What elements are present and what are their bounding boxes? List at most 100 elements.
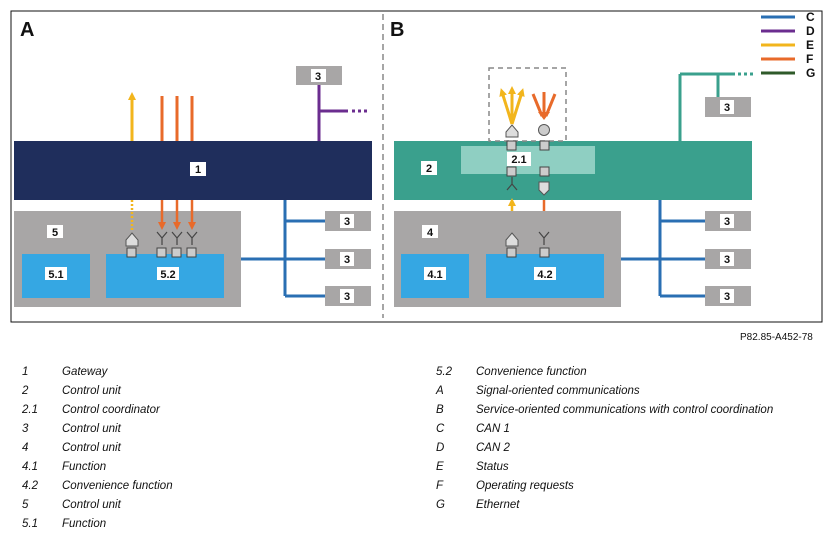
request-port-5c <box>186 231 198 245</box>
key-code: G <box>436 499 445 511</box>
port-5-d <box>186 247 197 258</box>
key-text: Status <box>476 461 509 473</box>
control-unit-3-b-top-label: 3 <box>724 102 730 114</box>
coord-port-2 <box>539 140 550 151</box>
port-5-a <box>126 247 137 258</box>
key-code: 2 <box>22 385 29 397</box>
convenience-5-2-label-box <box>157 267 179 280</box>
key-code: 4.2 <box>22 480 38 492</box>
function-4-1-label: 4.1 <box>427 269 442 281</box>
can2-unit-label: 3 <box>315 71 321 83</box>
key-text: Convenience function <box>476 366 587 378</box>
control-unit-3-b3-label-box <box>720 289 734 303</box>
legend-label-d: D <box>806 24 815 38</box>
architecture-diagram: A B 1 3 5 5.1 5.2 3 3 3 <box>10 10 823 323</box>
request-port-5a <box>156 231 168 245</box>
can2-unit-label-box <box>311 69 326 82</box>
control-unit-3-b2-label: 3 <box>724 254 730 266</box>
figure-id: P82.85-A452-78 <box>740 332 813 343</box>
port-4-b <box>539 247 550 258</box>
control-unit-3-b1-label-box <box>720 214 734 228</box>
coord-request-out <box>538 181 550 196</box>
function-5-1-label-box <box>45 267 67 280</box>
port-5-b <box>156 247 167 258</box>
control-unit-2-label-box <box>421 161 437 175</box>
key-text: Function <box>62 518 107 530</box>
key-row: 5 Control unit <box>22 499 402 515</box>
legend-label-f: F <box>806 52 813 66</box>
port-5-c <box>171 247 182 258</box>
key-code: F <box>436 480 444 492</box>
key-code: 5 <box>22 499 29 511</box>
key-code: 1 <box>22 366 29 378</box>
key-row: 4 Control unit <box>22 442 402 458</box>
key-text: Control unit <box>62 499 121 511</box>
control-unit-3-b3-label: 3 <box>724 291 730 303</box>
panel-label-a: A <box>20 19 34 41</box>
key-row: B Service-oriented communications with co… <box>436 404 826 420</box>
key-text: Service-oriented communications with con… <box>476 404 774 416</box>
convenience-4-2-label: 4.2 <box>537 269 552 281</box>
gateway-label: 1 <box>195 164 201 176</box>
control-coordinator-label: 2.1 <box>511 154 526 166</box>
control-unit-2-label: 2 <box>426 163 432 175</box>
key-text: Gateway <box>62 366 108 378</box>
control-unit-3-a3-label-box <box>340 289 354 303</box>
key-code: 5.1 <box>22 518 38 530</box>
control-unit-4-label: 4 <box>427 227 434 239</box>
port-4-a <box>506 247 517 258</box>
key-code: D <box>436 442 445 454</box>
key-code: 5.2 <box>436 366 452 378</box>
legend-label-c: C <box>806 10 815 24</box>
status-port-5 <box>125 232 139 247</box>
control-unit-3-b-top-label-box <box>720 100 734 114</box>
key-code: 4 <box>22 442 29 454</box>
function-4-1-label-box <box>424 267 446 280</box>
request-in-head <box>538 112 550 120</box>
key-text: Control unit <box>62 423 121 435</box>
key-text: Ethernet <box>476 499 520 511</box>
status-fan-left <box>499 88 514 125</box>
request-port-top <box>538 124 550 136</box>
request-port-4 <box>538 231 550 245</box>
legend-label-g: G <box>806 66 815 80</box>
key-code: C <box>436 423 445 435</box>
panel-label-b: B <box>390 19 404 41</box>
service-dashed-box <box>488 67 567 142</box>
control-unit-3-b2-label-box <box>720 252 734 266</box>
key-right: 5.2 Convenience function A Signal-oriented… <box>436 366 826 536</box>
status-port-top <box>505 124 519 138</box>
key-code: A <box>436 385 444 397</box>
coord-port-3 <box>506 166 517 177</box>
key-code: B <box>436 404 444 416</box>
key-code: 2.1 <box>22 404 38 416</box>
figure-frame <box>10 10 823 323</box>
key-row: 3 Control unit <box>22 423 402 439</box>
coord-port-1 <box>506 140 517 151</box>
control-unit-3-a3-label: 3 <box>344 291 350 303</box>
control-coordinator-label-box <box>507 152 531 166</box>
status-fan-right <box>510 88 525 125</box>
key-text: Control unit <box>62 442 121 454</box>
control-unit-3-a2-label: 3 <box>344 254 350 266</box>
control-unit-3-b1-label: 3 <box>724 216 730 228</box>
key-row: G Ethernet <box>436 499 826 515</box>
key-row: 5.2 Convenience function <box>436 366 826 382</box>
key-text: Function <box>62 461 107 473</box>
key-row: 5.1 Function <box>22 518 402 534</box>
coord-port-4 <box>539 166 550 177</box>
key-code: E <box>436 461 444 473</box>
key-text: Signal-oriented communications <box>476 385 640 397</box>
convenience-5-2-label: 5.2 <box>160 269 175 281</box>
key-code: 3 <box>22 423 29 435</box>
key-row: A Signal-oriented communications <box>436 385 826 401</box>
coord-status-in <box>506 177 518 191</box>
